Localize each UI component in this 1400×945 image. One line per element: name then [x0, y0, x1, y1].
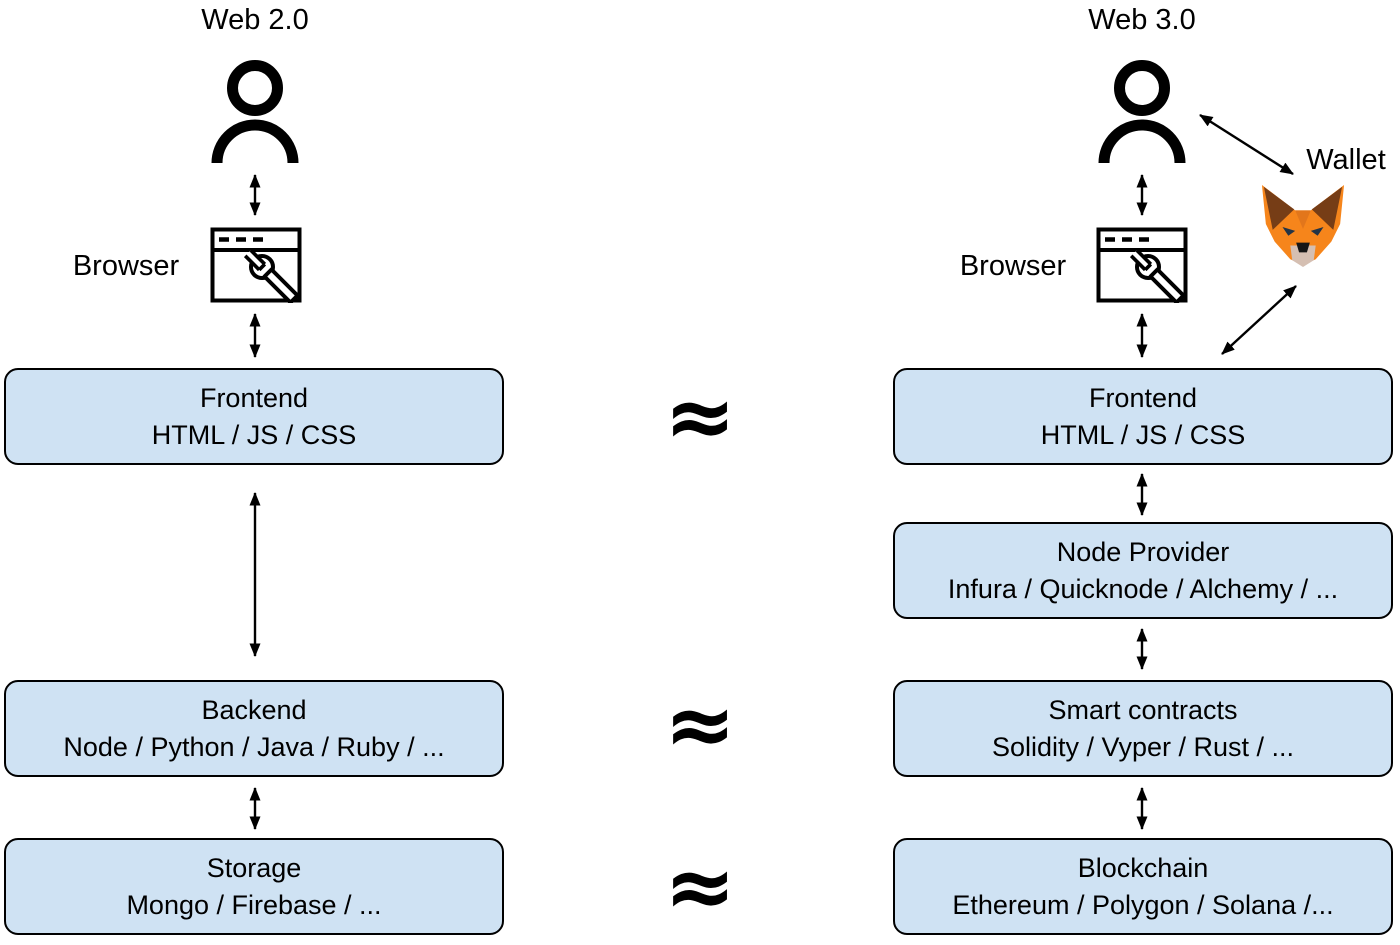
box-subtitle: Mongo / Firebase / ...: [126, 889, 382, 920]
web2-frontend-box: Frontend HTML / JS / CSS: [4, 368, 504, 465]
person-icon: [211, 60, 299, 163]
wallet-label: Wallet: [1306, 144, 1386, 176]
arrow-wallet-frontend-web3: [1221, 285, 1297, 355]
box-title: Storage: [206, 852, 302, 883]
approx-equal-symbol-frontend: ≈: [663, 367, 737, 467]
web3-smart-contracts-box: Smart contracts Solidity / Vyper / Rust …: [893, 680, 1393, 777]
person-icon: [1098, 60, 1186, 163]
box-subtitle: HTML / JS / CSS: [1040, 419, 1246, 450]
box-subtitle: Solidity / Vyper / Rust / ...: [991, 731, 1295, 762]
browser-label-web2: Browser: [72, 250, 180, 282]
box-title: Node Provider: [1056, 536, 1230, 567]
box-title: Blockchain: [1077, 852, 1209, 883]
arrow-user-wallet-web3: [1199, 113, 1294, 176]
web2-title: Web 2.0: [201, 4, 309, 36]
box-subtitle: Ethereum / Polygon / Solana /...: [952, 889, 1334, 920]
box-subtitle: HTML / JS / CSS: [151, 419, 357, 450]
approx-equal-symbol-backend: ≈: [663, 675, 737, 775]
browser-label-web3: Browser: [959, 250, 1067, 282]
wrench-icon: [1129, 248, 1186, 303]
browser-window-wrench-icon: [1096, 227, 1188, 303]
approx-equal-symbol-storage: ≈: [663, 837, 737, 937]
web2-storage-box: Storage Mongo / Firebase / ...: [4, 838, 504, 935]
web3-node-provider-box: Node Provider Infura / Quicknode / Alche…: [893, 522, 1393, 619]
box-subtitle: Node / Python / Java / Ruby / ...: [63, 731, 445, 762]
web3-frontend-box: Frontend HTML / JS / CSS: [893, 368, 1393, 465]
box-title: Frontend: [199, 382, 309, 413]
browser-window-wrench-icon: [210, 227, 302, 303]
box-subtitle: Infura / Quicknode / Alchemy / ...: [947, 573, 1339, 604]
metamask-fox-icon: [1261, 184, 1345, 268]
web3-blockchain-box: Blockchain Ethereum / Polygon / Solana /…: [893, 838, 1393, 935]
box-title: Smart contracts: [1048, 694, 1238, 725]
box-title: Frontend: [1088, 382, 1198, 413]
wrench-icon: [243, 248, 300, 303]
box-title: Backend: [201, 694, 307, 725]
web2-backend-box: Backend Node / Python / Java / Ruby / ..…: [4, 680, 504, 777]
web3-title: Web 3.0: [1088, 4, 1196, 36]
